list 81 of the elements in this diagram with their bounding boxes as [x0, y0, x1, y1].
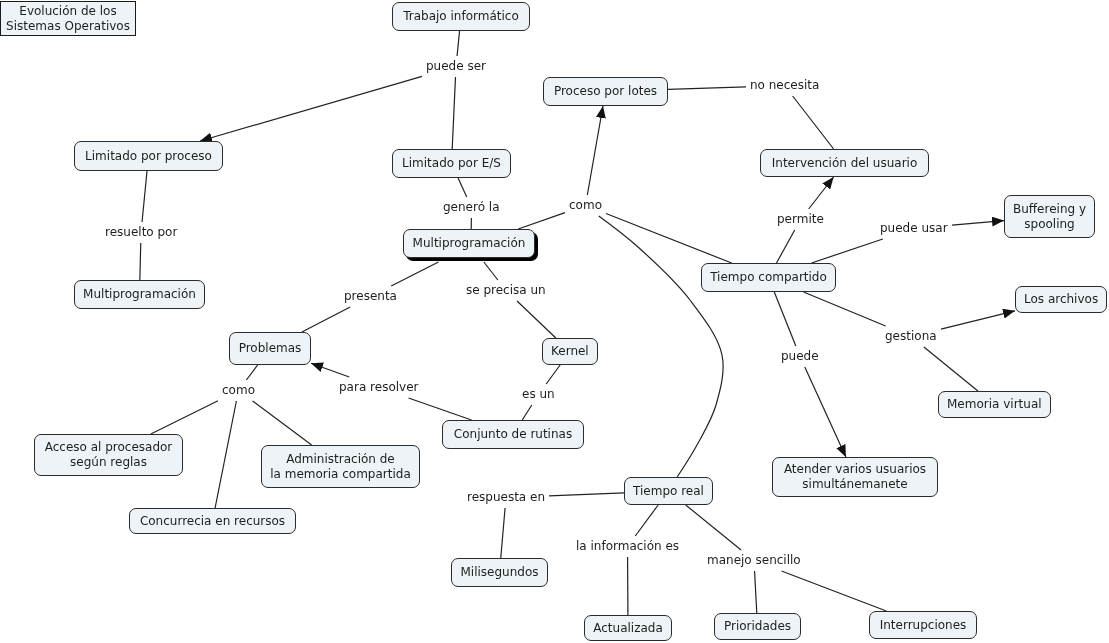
connector [792, 95, 835, 150]
concept-node: Multiprogramación [403, 229, 535, 258]
arrow [808, 176, 835, 210]
connector [810, 238, 884, 264]
linking-phrase: la información es [575, 539, 681, 554]
linking-phrase: no necesita [749, 78, 821, 93]
connector [301, 306, 351, 333]
concept-node: Limitado por E/S [392, 149, 511, 178]
concept-node: Acceso al procesador según reglas [34, 434, 183, 476]
linking-phrase: es un [521, 387, 556, 402]
arrow [804, 366, 847, 458]
connector [456, 30, 461, 57]
concept-node: Tiempo real [624, 477, 713, 505]
linking-phrase: para resolver [338, 380, 420, 395]
linking-phrase: permite [776, 212, 825, 227]
concept-node: Intervención del usuario [760, 149, 929, 177]
arrow [310, 362, 350, 378]
arrow [199, 75, 423, 143]
concept-node: Buffereing y spooling [1004, 195, 1095, 238]
connector [407, 397, 473, 421]
map-title: Evolución de los Sistemas Operativos [0, 1, 136, 36]
connector [500, 507, 506, 559]
connector [685, 504, 742, 551]
linking-phrase: como [568, 198, 603, 213]
concept-node: Milisegundos [451, 558, 548, 587]
connector [457, 177, 468, 198]
linking-phrase: manejo sencillo [706, 553, 802, 568]
concept-node: Proceso por lotes [543, 77, 668, 106]
concept-node: Memoria virtual [938, 391, 1051, 418]
connector [753, 570, 758, 614]
linking-phrase: puede usar [879, 221, 949, 236]
connector [802, 291, 887, 327]
connector [780, 570, 887, 612]
connector [516, 300, 557, 339]
concept-node: Prioridades [714, 613, 801, 640]
connector [667, 86, 747, 90]
concept-node: Atender varios usuarios simultánemanete [772, 457, 938, 497]
connector [214, 400, 237, 509]
linking-phrase: como [221, 383, 256, 398]
linking-phrase: respuesta en [466, 490, 547, 505]
concept-node: Trabajo informático [392, 2, 530, 31]
arrow [940, 308, 1016, 330]
concept-node: Los archivos [1015, 286, 1108, 313]
connector [626, 556, 629, 616]
connector [521, 404, 533, 421]
connector [141, 170, 148, 223]
connector [252, 400, 313, 446]
arrow [951, 216, 1005, 227]
concept-node: Multiprogramación [74, 280, 205, 309]
connector [923, 346, 979, 392]
connector [775, 229, 796, 264]
connector [598, 215, 724, 478]
connector [545, 364, 561, 385]
linking-phrase: presenta [343, 289, 398, 304]
concept-node: Limitado por proceso [74, 141, 223, 171]
concept-node: Kernel [542, 338, 598, 365]
linking-phrase: se precisa un [465, 283, 547, 298]
connector [773, 291, 797, 347]
linking-phrase: resuelto por [104, 225, 179, 240]
connector [483, 261, 499, 281]
connector [451, 76, 457, 150]
concept-node: Concurrecia en recursos [129, 508, 296, 534]
concept-node: Tiempo compartido [701, 263, 836, 292]
concept-node: Administración de la memoria compartida [261, 445, 420, 488]
concept-node: Interrupciones [869, 611, 977, 639]
connector [548, 492, 625, 497]
linking-phrase: puede ser [425, 59, 487, 74]
connector [139, 242, 142, 281]
arrow [586, 105, 606, 196]
connector [245, 364, 259, 381]
linking-phrase: puede [780, 349, 820, 364]
linking-phrase: gestiona [884, 329, 938, 344]
connector [390, 261, 440, 287]
connector [634, 504, 659, 537]
connector [605, 212, 733, 264]
connector [150, 400, 219, 435]
connector [517, 212, 566, 230]
concept-node: Actualizada [584, 615, 672, 641]
concept-node: Conjunto de rutinas [442, 420, 584, 449]
linking-phrase: generó la [442, 200, 501, 215]
concept-node: Problemas [229, 332, 311, 365]
